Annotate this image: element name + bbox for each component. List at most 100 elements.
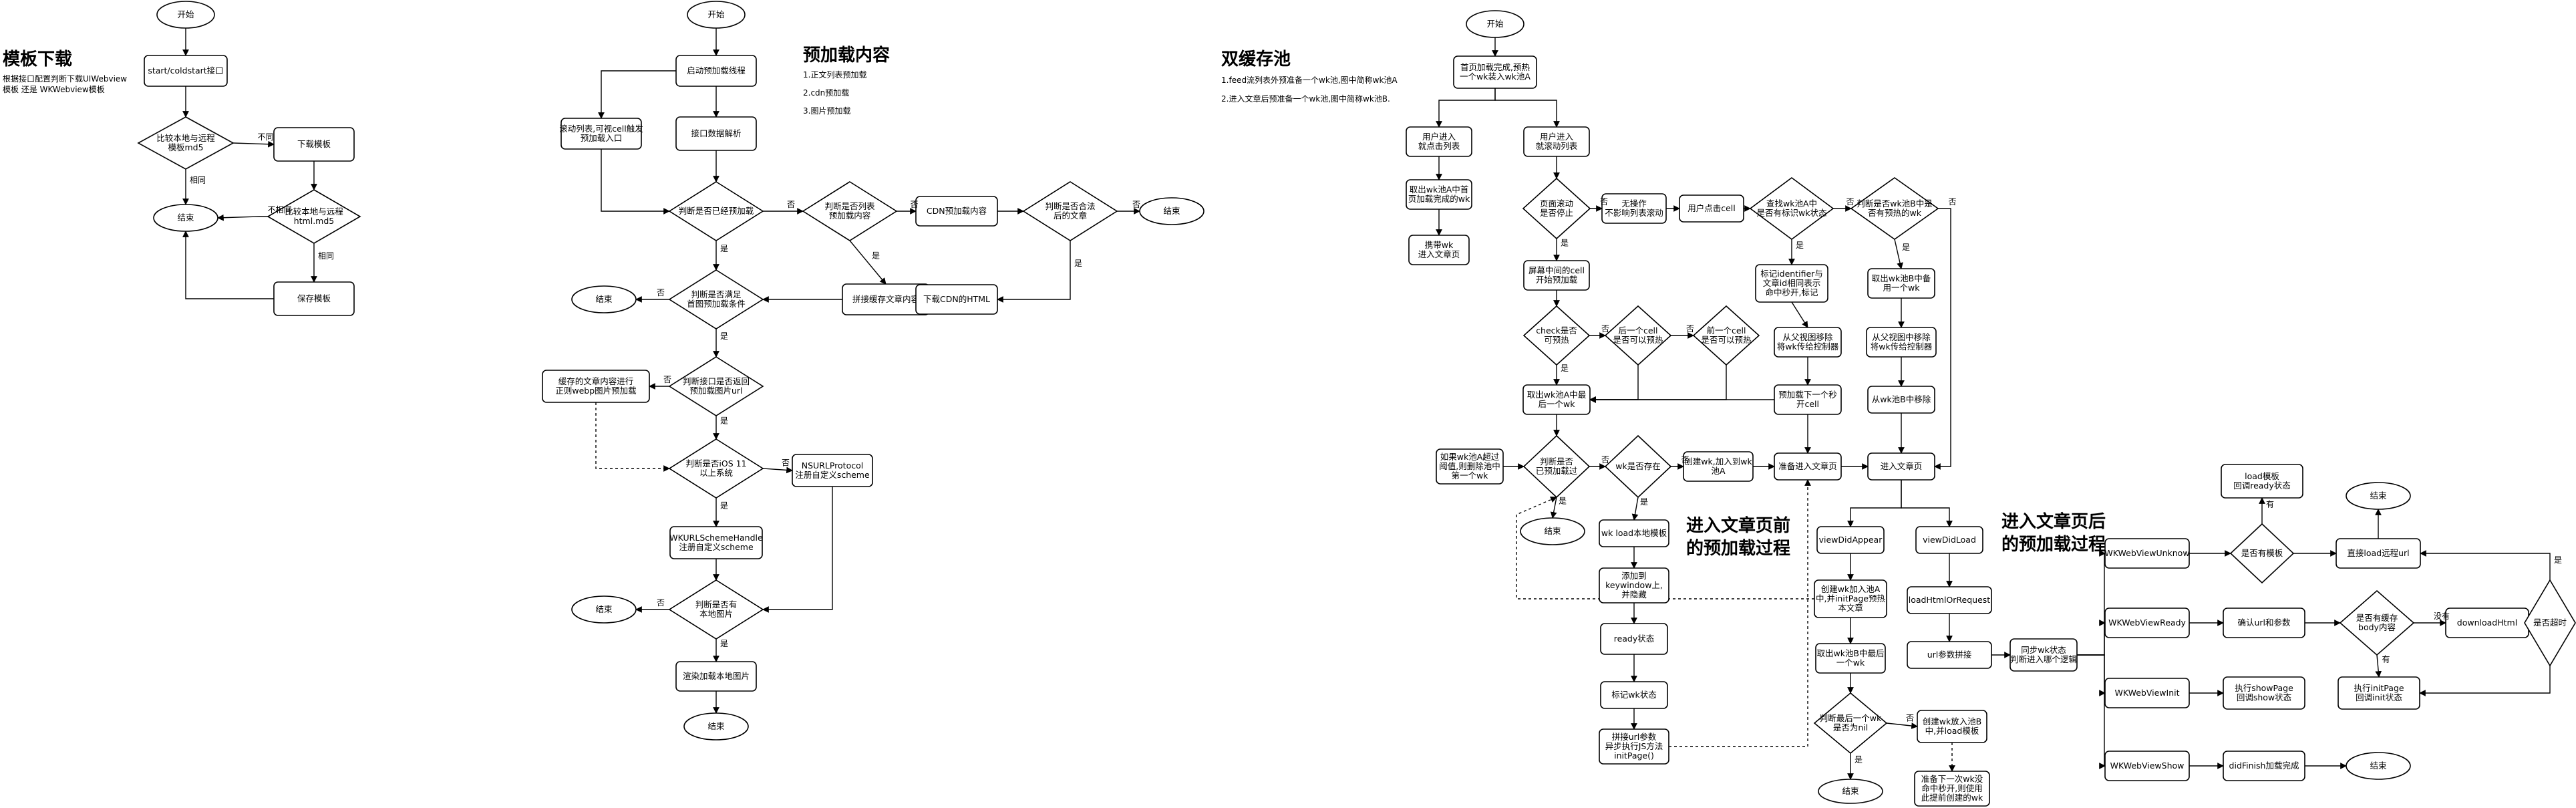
edge-label-has: 有 <box>2382 655 2390 664</box>
node-shape <box>1406 126 1472 157</box>
edge-label-yes: 是 <box>1561 364 1569 373</box>
edge-e_timeout-to-e_initpage <box>2419 666 2551 696</box>
edge-b_launch-to-b_scroll <box>598 70 676 119</box>
node-label: 判断接口是否返回预加载图片url <box>683 376 750 396</box>
node-label: 从父视图中移除将wk传给控制器 <box>1871 332 1933 352</box>
node-label: 取出wk池B中最后一个wk <box>1816 648 1884 668</box>
node-label: url参数拼接 <box>1927 650 1972 660</box>
node-d_takeBlast: 取出wk池B中最后一个wk <box>1815 643 1886 674</box>
node-c_click: 用户进入就点击列表 <box>1406 126 1472 157</box>
node-label: 直接load远程url <box>2347 548 2409 558</box>
edge-label-no: 否 <box>1949 197 1957 207</box>
node-shape <box>1466 10 1524 38</box>
node-label: 结束 <box>595 604 613 614</box>
edge-label-yes: 是 <box>1559 497 1567 506</box>
node-label: 首页加载完成,预热一个wk装入wk池A <box>1460 62 1531 82</box>
node-d_load: viewDidLoad <box>1915 526 1983 554</box>
node-label: WKWebViewInit <box>2114 688 2179 698</box>
node-shape <box>1755 264 1828 303</box>
edge-label-no: 否 <box>657 288 665 297</box>
edge-label-no: 否 <box>1600 197 1608 207</box>
node-label: 保存模板 <box>297 293 331 303</box>
node-shape <box>1692 305 1760 366</box>
edge-a_cmp2-to-a_end <box>217 214 268 221</box>
node-shape <box>273 127 355 162</box>
node-c_userclick: 用户点击cell <box>1679 194 1744 223</box>
node-c_ready: 准备进入文章页 <box>1774 452 1842 481</box>
node-shape <box>669 526 763 559</box>
edge-c_mark-to-c_rmparent <box>1791 301 1808 328</box>
node-b_parse: 接口数据解析 <box>675 116 757 151</box>
section-title-template: 模板下载 <box>3 49 73 70</box>
edge-c_past-to-c_end1 <box>1550 497 1557 519</box>
node-d_prepnext: 准备下一次wk没命中秒开,则使用此提前创建的wk <box>1914 771 1990 807</box>
node-label: 预加载下一个秒开cell <box>1778 390 1837 409</box>
edge-label-yes: 是 <box>2554 555 2562 565</box>
node-label: 取出wk池A中最后一个wk <box>1527 390 1587 409</box>
node-b_webp: 缓存的文章内容进行正则webp图片预加载 <box>542 370 650 403</box>
node-shape <box>1815 643 1886 674</box>
node-label: downloadHtml <box>2457 618 2517 628</box>
node-label: loadHtmlOrRequest <box>1909 595 1991 605</box>
node-shape <box>1915 526 1983 554</box>
node-c_prepare: 预加载下一个秒开cell <box>1774 384 1842 415</box>
node-label: load模板回调ready状态 <box>2233 471 2291 491</box>
node-label: 结束 <box>707 721 725 731</box>
node-label: 开始 <box>177 9 194 19</box>
node-shape <box>668 579 764 640</box>
node-shape <box>1866 327 1937 358</box>
node-c_findA: 查找wk池A中是否有标识wk状态 <box>1749 177 1834 240</box>
edge-b_webp-to-b_ios11 <box>595 402 670 472</box>
node-label: 准备下一次wk没命中秒开,则使用此提前创建的wk <box>1921 774 1983 803</box>
node-shape <box>2223 751 2305 781</box>
node-shape <box>2223 608 2305 638</box>
node-label: 无操作不影响列表滚动 <box>1605 198 1663 218</box>
node-shape <box>2221 464 2303 499</box>
node-label: WKWebViewUnknow <box>2104 548 2189 558</box>
node-c_end1: 结束 <box>1520 517 1585 545</box>
edge-label-yes: 是 <box>1902 243 1910 252</box>
node-label: 确认url和参数 <box>2237 618 2291 628</box>
node-shape <box>1907 586 1992 614</box>
edge-label-yes: 是 <box>720 244 728 253</box>
edge-label-same: 相同 <box>190 176 206 185</box>
node-shape <box>1600 681 1668 709</box>
node-label: 是否超时 <box>2533 618 2567 628</box>
node-label: 判断是否列表预加载内容 <box>824 201 875 221</box>
node-shape <box>571 285 637 313</box>
node-c_noop: 无操作不影响列表滚动 <box>1601 193 1667 224</box>
node-e_direct: 直接load远程url <box>2336 538 2421 569</box>
node-label: WKWebViewShow <box>2110 761 2185 771</box>
node-label: 下载CDN的HTML <box>923 294 990 304</box>
node-label: viewDidAppear <box>1819 535 1883 545</box>
node-label: 判断是否wk池B中是否有预热的wk <box>1857 198 1933 218</box>
node-label: ready状态 <box>1614 634 1655 644</box>
edge-label-yes: 是 <box>720 639 728 648</box>
node-c_wkload: wk load本地模板 <box>1599 519 1669 547</box>
node-shape <box>792 454 873 487</box>
edge-d_sync-to-e_ready <box>2077 620 2106 656</box>
node-shape <box>1523 126 1590 157</box>
node-shape <box>1814 579 1887 618</box>
section-note-pool-2: 2.进入文章后预准备一个wk池,图中简称wk池B. <box>1221 94 1390 104</box>
section-note-pool-1: 1.feed流列表外预准备一个wk池,图中简称wk池A <box>1221 76 1398 85</box>
node-label: 下载模板 <box>297 139 331 149</box>
node-label: 滚动列表,可视cell触发预加载入口 <box>559 124 643 143</box>
node-shape <box>1774 327 1842 358</box>
node-b_local: 判断是否有本地图片 <box>668 579 764 640</box>
node-label: 结束 <box>1163 206 1180 216</box>
node-shape <box>2104 678 2190 708</box>
node-c_scroll: 用户进入就滚动列表 <box>1523 126 1590 157</box>
